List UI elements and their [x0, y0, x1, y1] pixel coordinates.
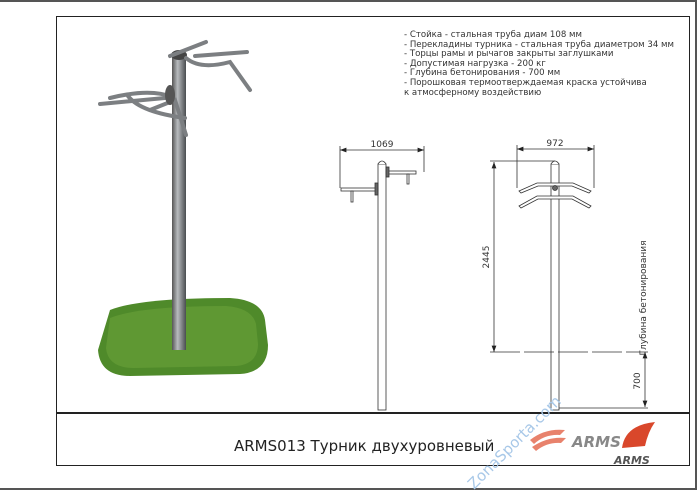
dim-front-width: 972 — [546, 139, 563, 149]
note: - Перекладины турника - стальная труба д… — [404, 39, 675, 50]
side-view — [339, 146, 425, 411]
depth-label: Глубина бетонирования — [639, 241, 649, 356]
title-block — [56, 412, 690, 466]
dim-depth: 700 — [633, 372, 643, 389]
drawing-frame — [56, 16, 690, 466]
dim-height: 2445 — [482, 246, 492, 269]
note: - Стойка - стальная труба диам 108 мм — [404, 30, 582, 40]
spec-notes: - Стойка - стальная труба диам 108 мм- П… — [404, 30, 675, 98]
note: - Глубина бетонирования - 700 мм — [404, 68, 561, 79]
logo-text-small: ARMS — [613, 454, 650, 467]
note: - Порошковая термоотверждаемая краска ус… — [404, 77, 647, 88]
note: - Торцы рамы и рычагов закрыты заглушкам… — [404, 49, 614, 60]
arms-logo: ARMS ARMS — [530, 422, 655, 467]
dim-side-width: 1069 — [371, 140, 394, 150]
document-title: ARMS013 Турник двухуровневый — [234, 437, 495, 455]
render-3d — [98, 40, 268, 376]
note: к атмосферному воздействию — [404, 87, 542, 98]
logo-text: ARMS — [571, 433, 621, 451]
note: - Допустимая нагрузка - 200 кг — [404, 58, 546, 69]
front-view — [490, 145, 648, 411]
